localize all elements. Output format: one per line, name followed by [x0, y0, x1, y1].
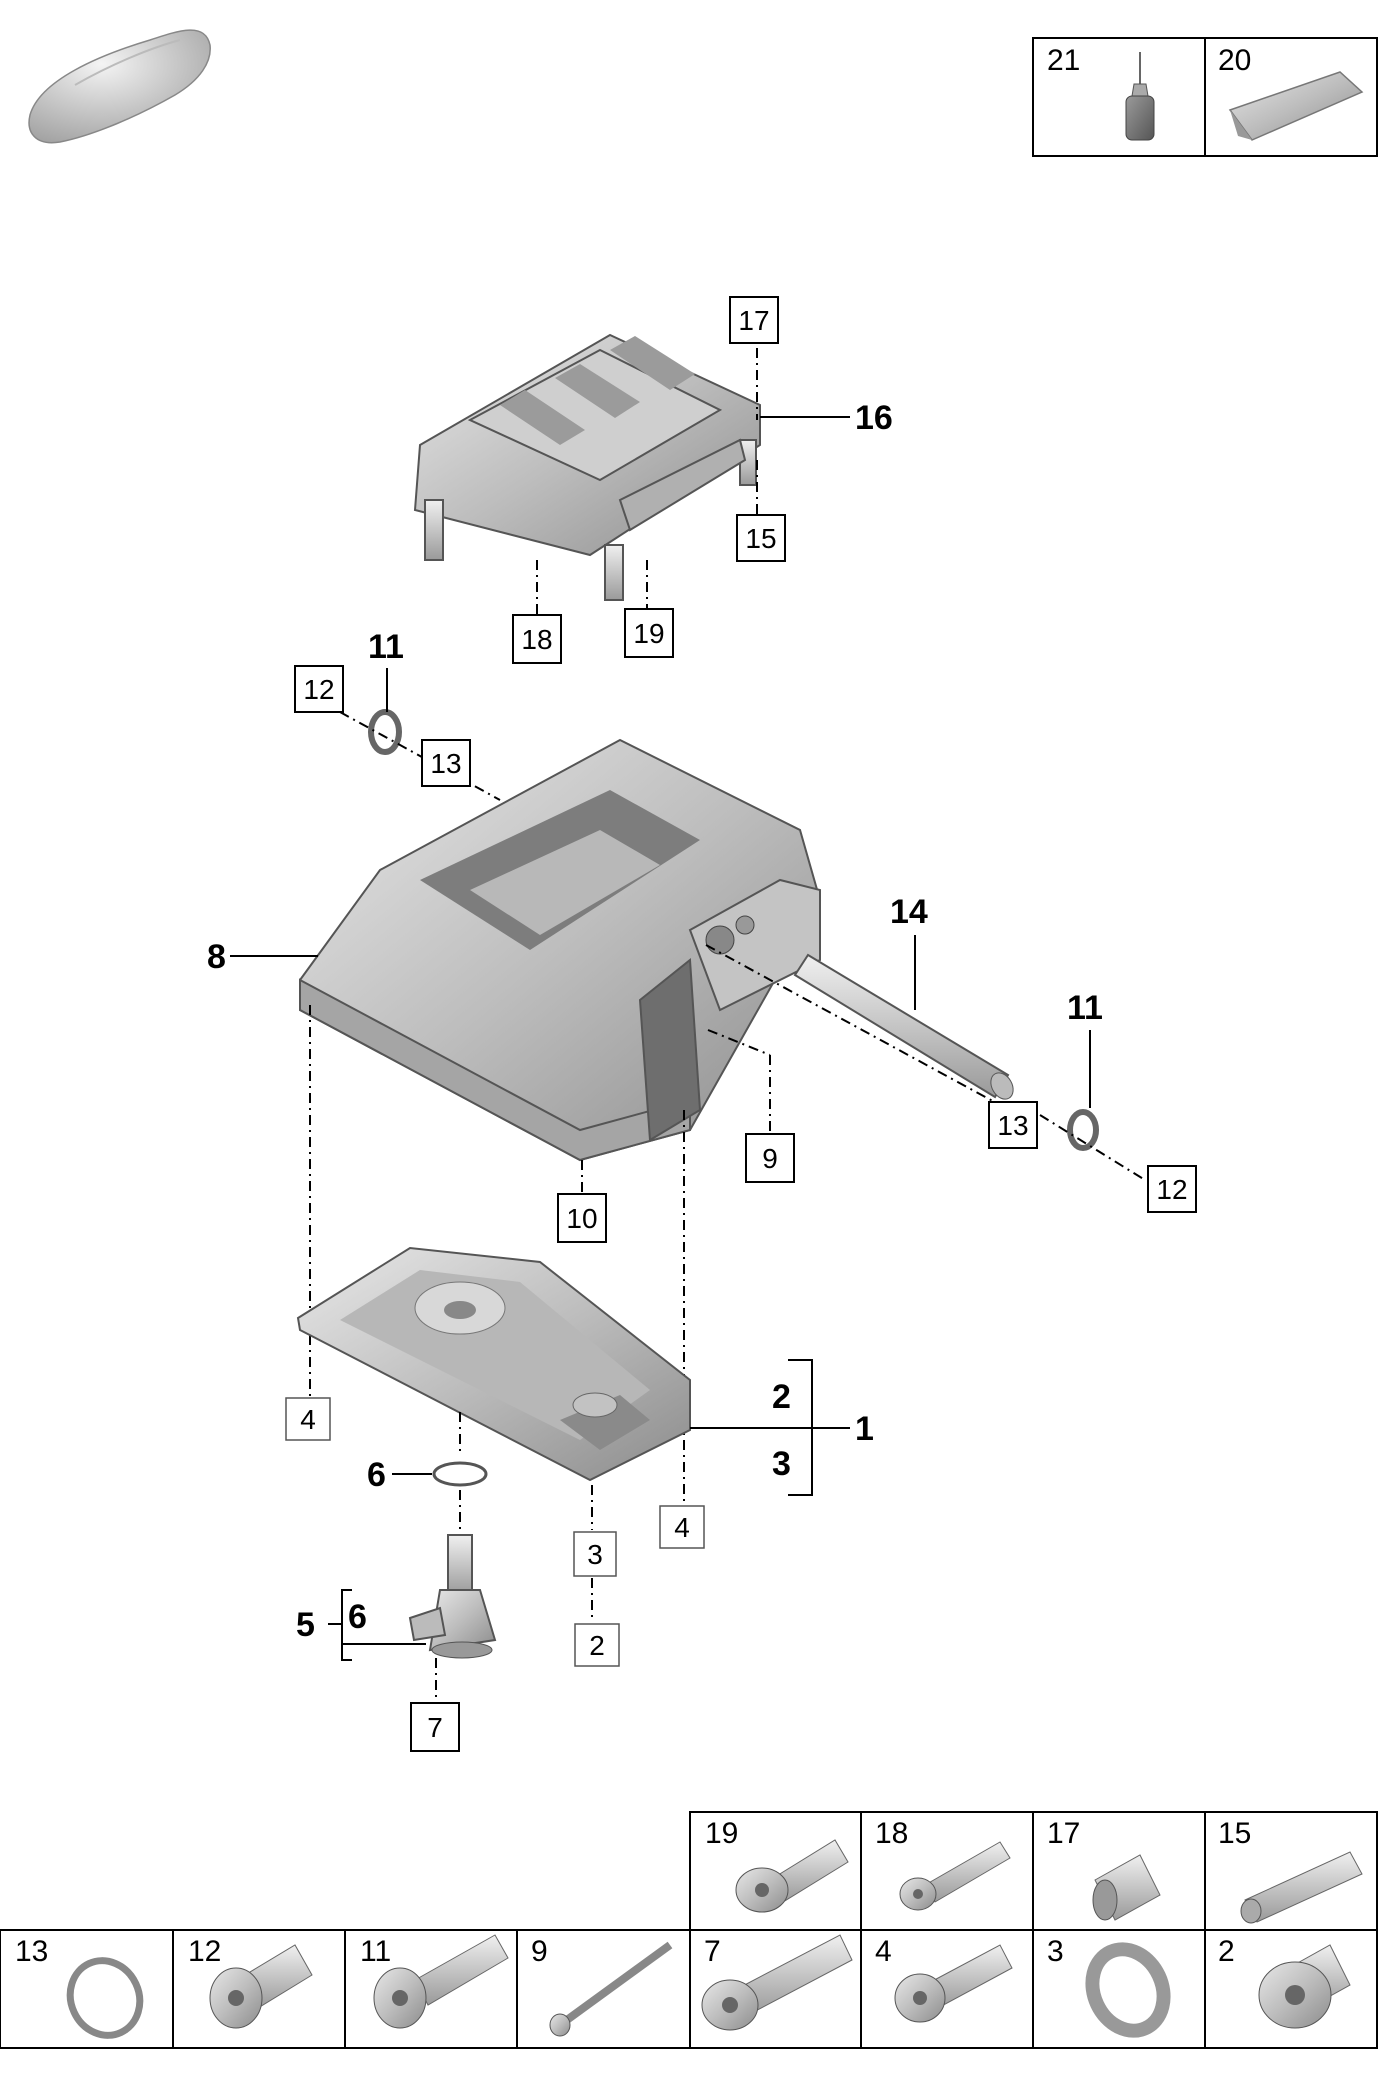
vehicle-thumbnail-icon: [28, 29, 211, 144]
svg-text:4: 4: [674, 1512, 690, 1543]
callout-box-12-left: 12: [294, 665, 344, 713]
oil-pan-housing: [299, 738, 822, 1162]
bolt-collar-icon: [735, 1839, 849, 1913]
flange-bolt-icon: [373, 1934, 509, 2029]
svg-text:10: 10: [566, 1203, 597, 1234]
legend-number-11: 11: [360, 1935, 391, 1968]
callout-box-17: 17: [729, 296, 779, 344]
svg-text:9: 9: [762, 1143, 778, 1174]
seal-ring-right: [1067, 1109, 1099, 1151]
callout-box-4-right: 4: [659, 1505, 705, 1549]
upper-oil-pan-frame: [413, 333, 761, 601]
bolt-small-icon: [899, 1841, 1011, 1911]
bolt-icon: [894, 1944, 1013, 2023]
callout-box-10: 10: [557, 1193, 607, 1243]
callout-6: 6: [367, 1456, 386, 1494]
top-legend: 21 20: [1032, 37, 1378, 157]
o-ring-icon: [66, 1957, 144, 2039]
drain-plug-icon: [1258, 1944, 1351, 2029]
svg-text:19: 19: [633, 618, 664, 649]
legend-number-9: 9: [531, 1935, 548, 1968]
svg-text:13: 13: [997, 1110, 1028, 1141]
callout-box-2: 2: [574, 1623, 620, 1667]
bottom-legend-row2: 13 12 11 9 7 4 3 2: [0, 1929, 1378, 2049]
seal-ring-left: [368, 709, 402, 755]
callout-1: 1: [855, 1410, 874, 1448]
legend-number-3: 3: [1047, 1935, 1064, 1968]
svg-text:18: 18: [521, 624, 552, 655]
callout-box-12-right: 12: [1147, 1165, 1197, 1213]
callout-3-bold: 3: [772, 1445, 791, 1483]
svg-text:2: 2: [589, 1630, 605, 1661]
long-bolt-icon: [549, 1941, 673, 2037]
legend-number-7: 7: [704, 1935, 721, 1968]
callout-11-right: 11: [1067, 989, 1103, 1027]
sealant-tube-icon: [1228, 71, 1364, 141]
oil-tube: [793, 953, 1014, 1100]
leader-12-13-left: [339, 711, 501, 801]
callout-box-7: 7: [410, 1702, 460, 1752]
callout-box-15: 15: [736, 514, 786, 562]
svg-text:3: 3: [587, 1539, 603, 1570]
callout-box-18: 18: [512, 614, 562, 664]
legend-number-4: 4: [875, 1935, 892, 1968]
callout-box-9: 9: [745, 1133, 795, 1183]
callout-box-19: 19: [624, 608, 674, 658]
small-o-ring: [432, 1461, 488, 1487]
legend-number-18: 18: [875, 1817, 908, 1850]
callout-6-sub: 6: [348, 1598, 367, 1636]
pin-icon: [1240, 1851, 1363, 1924]
legend-number-19: 19: [705, 1817, 738, 1850]
callout-2-bold: 2: [772, 1378, 791, 1416]
svg-text:13: 13: [430, 748, 461, 779]
legend-number-21: 21: [1047, 44, 1080, 77]
callout-14: 14: [890, 893, 928, 931]
svg-text:15: 15: [745, 523, 776, 554]
legend-number-15: 15: [1218, 1817, 1251, 1850]
callout-5: 5: [296, 1606, 315, 1644]
bracket-1: [788, 1359, 813, 1496]
bottom-legend-row1: 19 18 17 15: [689, 1811, 1378, 1931]
callout-box-13-right: 13: [988, 1101, 1038, 1149]
sleeve-icon: [1092, 1854, 1161, 1921]
callout-box-4-left: 4: [285, 1397, 331, 1441]
oil-bottle-icon: [1125, 52, 1155, 141]
svg-text:12: 12: [303, 674, 334, 705]
svg-text:7: 7: [427, 1712, 443, 1743]
legend-number-2: 2: [1218, 1935, 1235, 1968]
legend-number-12: 12: [188, 1935, 221, 1968]
washer-icon: [1085, 1942, 1171, 2038]
oil-pickup: [408, 1534, 497, 1659]
legend-number-17: 17: [1047, 1817, 1080, 1850]
callout-8: 8: [207, 938, 226, 976]
svg-text:4: 4: [300, 1404, 316, 1435]
callout-box-3: 3: [573, 1531, 617, 1577]
callout-16: 16: [855, 399, 893, 437]
legend-number-13: 13: [15, 1935, 48, 1968]
oil-sump: [296, 1246, 691, 1482]
svg-text:17: 17: [738, 305, 769, 336]
plug-bolt-icon: [209, 1944, 313, 2029]
legend-number-20: 20: [1218, 44, 1251, 77]
callout-11-left: 11: [368, 628, 404, 666]
callout-box-13-left: 13: [421, 739, 471, 787]
large-bolt-icon: [701, 1934, 853, 2031]
svg-text:12: 12: [1156, 1174, 1187, 1205]
